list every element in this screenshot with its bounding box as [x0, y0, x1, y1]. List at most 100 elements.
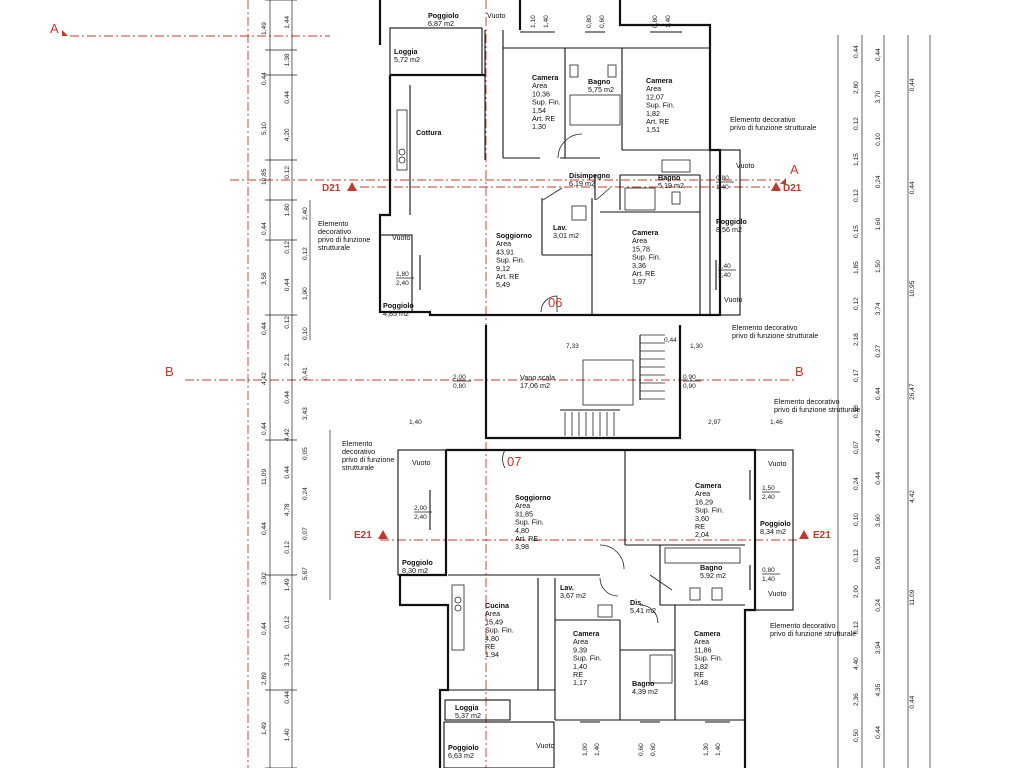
dim-right-inner-10: 0,44 — [875, 472, 882, 485]
left-dimension-chains: 1,490,445,1010,850,443,580,444,420,4411,… — [261, 0, 331, 768]
dim-left-outer-13: 2,89 — [261, 672, 268, 685]
room-soggiorno1-line-6: 5,49 — [496, 280, 510, 289]
room-camera5-line-6: 1,17 — [573, 678, 587, 687]
note-vuoto-6: Vuoto — [768, 589, 787, 598]
dim-left-inner-16: 0,12 — [284, 616, 291, 629]
room-camera5-line-1: Area — [573, 637, 588, 646]
room-soggiorno1-line-2: 43,91 — [496, 247, 514, 256]
plan-dim-d733: 7,33 — [566, 343, 579, 350]
dim-right-inner2-10: 0,10 — [853, 405, 860, 418]
dim-left-inner-11: 4,42 — [284, 428, 291, 441]
dim-left-inner-1: 1,38 — [284, 53, 291, 66]
dim-left-inner2-4: 0,41 — [302, 367, 309, 380]
dim-right-inner2-9: 0,17 — [853, 369, 860, 382]
room-poggiolo_bot-line-1: 6,63 m2 — [448, 751, 474, 760]
dim-left-inner2-9: 5,87 — [302, 567, 309, 580]
dim-right-inner2-3: 1,15 — [853, 153, 860, 166]
section-label-e21-right: E21 — [813, 530, 831, 541]
dim-left-inner-18: 0,44 — [284, 691, 291, 704]
dim-right-inner2-5: 0,15 — [853, 225, 860, 238]
room-bagno1-line-0: Bagno — [588, 77, 611, 86]
plan-dim-d044: 0,44 — [664, 337, 677, 344]
room-camera2-line-4: 1,82 — [646, 109, 660, 118]
dim-left-outer-12: 0,44 — [261, 622, 268, 635]
dim-right-outer-2: 10,95 — [909, 280, 916, 297]
room-bagno4-line-1: 4,39 m2 — [632, 687, 658, 696]
dim-right-inner2-19: 0,50 — [853, 729, 860, 742]
dim-left-outer-2: 5,10 — [261, 122, 268, 135]
room-camera1-line-6: 1,30 — [532, 122, 546, 131]
window-dim-w4-height: 0,80 — [453, 383, 466, 390]
note-elemento-2-line-0: Elemento decorativo — [774, 397, 840, 406]
dim-left-inner-6: 0,12 — [284, 241, 291, 254]
room-soggiorno1-line-5: Art. RE — [496, 272, 519, 281]
bottom-window-dim-2: 0,60 — [638, 743, 645, 756]
dim-right-outer-5: 11,09 — [909, 589, 916, 605]
dim-right-inner-9: 4,42 — [875, 429, 882, 442]
note-vuoto-7: Vuoto — [536, 741, 555, 750]
bottom-window-dim-4: 1,30 — [703, 743, 710, 756]
room-camera3-line-6: 1,97 — [632, 277, 646, 286]
room-camera5-line-4: 1,40 — [573, 662, 587, 671]
window-dim-w2-height: 1,40 — [716, 184, 729, 191]
section-arrow-a-left — [62, 30, 68, 36]
dim-right-inner2-6: 1,85 — [853, 261, 860, 274]
window-dim-w2-width: 0,80 — [716, 175, 729, 182]
dim-left-inner-8: 0,12 — [284, 316, 291, 329]
window-dim-w8-width: 0,80 — [762, 567, 775, 574]
dim-left-inner2-3: 0,10 — [302, 327, 309, 340]
dim-left-inner2-7: 0,24 — [302, 487, 309, 500]
room-disimpegno-line-1: 6,19 m2 — [569, 179, 595, 188]
dim-left-outer-6: 0,44 — [261, 322, 268, 335]
section-label-a-left: A — [50, 21, 59, 36]
stairwell — [484, 325, 682, 440]
room-camera6-line-6: 1,48 — [694, 678, 708, 687]
plan-dim-d130: 1,30 — [690, 343, 703, 350]
room-camera1-line-0: Camera — [532, 73, 559, 82]
dim-left-outer-0: 1,49 — [261, 22, 268, 35]
note-elemento-1-line-0: Elemento decorativo — [732, 323, 798, 332]
section-triangle-e21-right — [799, 530, 809, 539]
dim-left-inner-19: 1,40 — [284, 728, 291, 741]
room-camera6-line-5: RE — [694, 670, 704, 679]
dim-right-outer-6: 0,44 — [909, 695, 916, 708]
dim-left-inner-9: 2,21 — [284, 353, 291, 366]
dim-left-outer-7: 4,42 — [261, 372, 268, 385]
room-loggia_top-line-0: Loggia — [394, 47, 419, 56]
dim-right-inner2-7: 0,12 — [853, 297, 860, 310]
dim-left-outer-5: 3,58 — [261, 272, 268, 285]
dim-left-inner2-8: 0,07 — [302, 527, 309, 540]
room-poggiolo_left_top-line-1: 4,85 m2 — [383, 309, 409, 318]
room-bagno1-line-1: 5,75 m2 — [588, 85, 614, 94]
section-label-d21-right: D21 — [783, 183, 802, 194]
room-camera1-line-2: 10,36 — [532, 89, 550, 98]
window-dim-w5-width: 0,90 — [683, 374, 696, 381]
dim-right-inner2-15: 2,00 — [853, 585, 860, 598]
dim-right-inner-1: 3,70 — [875, 90, 882, 103]
apartment-07-walls — [397, 448, 794, 768]
room-bagno2-line-1: 5,19 m2 — [658, 181, 684, 190]
dim-left-inner-12: 0,44 — [284, 466, 291, 479]
room-camera3-line-4: 3,36 — [632, 261, 646, 270]
room-camera4-line-6: 2,04 — [695, 530, 709, 539]
room-camera6-line-1: Area — [694, 637, 709, 646]
dim-left-outer-10: 0,44 — [261, 522, 268, 535]
room-bagno3-line-1: 5,92 m2 — [700, 571, 726, 580]
dim-right-inner-16: 0,44 — [875, 726, 882, 739]
room-poggiolo_left_top-line-0: Poggiolo — [383, 301, 414, 310]
room-camera1-line-3: Sup. Fin. — [532, 98, 561, 107]
dim-left-outer-11: 3,92 — [261, 572, 268, 585]
note-elemento-3-line-0: Elemento decorativo — [770, 621, 836, 630]
room-camera6-line-2: 11,86 — [694, 645, 711, 654]
room-camera2-line-5: Art. RE — [646, 117, 669, 126]
room-soggiorno2-line-0: Soggiorno — [515, 493, 552, 502]
room-camera4-line-0: Camera — [695, 481, 722, 490]
room-soggiorno1-line-1: Area — [496, 239, 511, 248]
room-loggia_top-line-1: 5,72 m2 — [394, 55, 420, 64]
dim-right-inner-15: 4,35 — [875, 683, 882, 696]
room-camera2-line-0: Camera — [646, 76, 673, 85]
note-elemento-0-line-0: Elemento decorativo — [730, 115, 796, 124]
window-dim-w3-height: 2,40 — [718, 272, 731, 279]
